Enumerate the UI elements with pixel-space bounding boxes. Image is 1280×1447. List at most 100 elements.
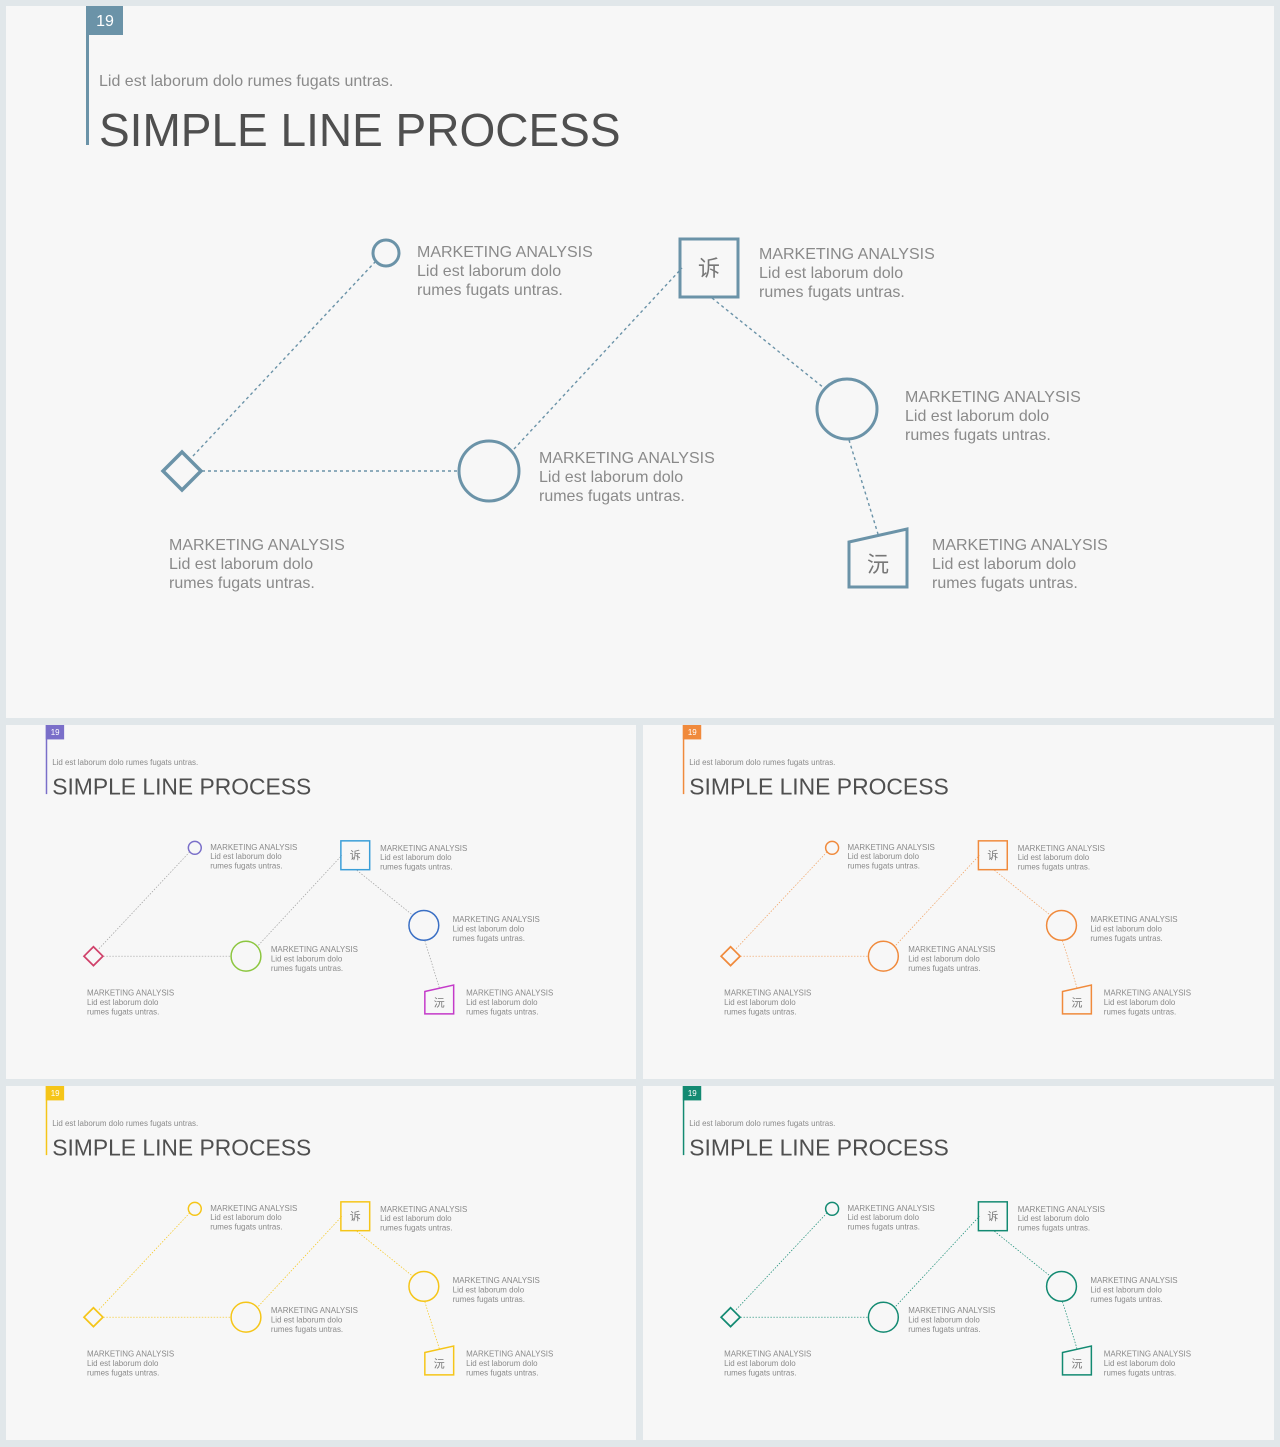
node-description: Lid est laborum dolo <box>271 955 343 964</box>
node-description: Lid est laborum dolo <box>1018 1214 1090 1223</box>
small-circle-node <box>187 1201 203 1217</box>
node-description: Lid est laborum dolo <box>1018 853 1090 862</box>
accent-line <box>45 1086 48 1156</box>
node-heading: MARKETING ANALYSIS <box>1018 1205 1105 1214</box>
node-description: rumes fugats untras. <box>932 575 1078 592</box>
node-heading: MARKETING ANALYSIS <box>466 1349 553 1358</box>
accent-line <box>86 6 89 145</box>
node-description: Lid est laborum dolo <box>539 469 683 486</box>
trapezoid-node <box>847 527 909 589</box>
trapezoid-node <box>1061 1345 1093 1376</box>
large-circle-node <box>457 439 521 503</box>
right-circle-node <box>1045 909 1078 942</box>
node-description: Lid est laborum dolo <box>932 556 1076 573</box>
slide-title: SIMPLE LINE PROCESS <box>689 774 948 800</box>
node-heading: MARKETING ANALYSIS <box>908 1306 995 1315</box>
node-description: rumes fugats untras. <box>1104 1007 1176 1016</box>
large-circle-node <box>867 1301 900 1333</box>
accent-line <box>682 725 685 795</box>
node-description: rumes fugats untras. <box>271 964 343 973</box>
node-heading: MARKETING ANALYSIS <box>380 844 467 853</box>
node-description: rumes fugats untras. <box>466 1368 538 1377</box>
small-circle-node <box>824 1201 840 1217</box>
page-number-tag <box>45 725 65 740</box>
node-description: rumes fugats untras. <box>210 1223 282 1232</box>
connector-line <box>258 1216 343 1307</box>
node-description: Lid est laborum dolo <box>453 1285 525 1294</box>
node-heading: MARKETING ANALYSIS <box>539 450 715 467</box>
node-description: Lid est laborum dolo <box>908 955 980 964</box>
right-circle-node <box>1045 1270 1078 1303</box>
diamond-node <box>82 1306 105 1328</box>
node-heading: MARKETING ANALYSIS <box>848 1204 935 1213</box>
node-description: Lid est laborum dolo <box>905 408 1049 425</box>
node-heading: MARKETING ANALYSIS <box>87 1349 174 1358</box>
node-description: rumes fugats untras. <box>466 1007 538 1016</box>
slide-title: SIMPLE LINE PROCESS <box>52 774 311 800</box>
connector-line <box>848 439 879 535</box>
square-glyph-icon: 诉 <box>987 849 998 862</box>
right-circle-node <box>815 377 879 441</box>
node-heading: MARKETING ANALYSIS <box>169 537 345 554</box>
node-heading: MARKETING ANALYSIS <box>908 945 995 954</box>
large-circle-node <box>230 1301 262 1333</box>
node-description: Lid est laborum dolo <box>724 998 796 1007</box>
square-node <box>977 840 1009 871</box>
connector-line <box>994 869 1051 916</box>
slide-title: SIMPLE LINE PROCESS <box>99 104 621 156</box>
node-heading: MARKETING ANALYSIS <box>380 1205 467 1214</box>
connector-line <box>424 940 440 988</box>
small-circle-node <box>187 840 203 856</box>
node-description: Lid est laborum dolo <box>87 1359 159 1368</box>
node-description: Lid est laborum dolo <box>1090 924 1162 933</box>
trapezoid-glyph-icon: 沅 <box>1071 1357 1082 1370</box>
node-heading: MARKETING ANALYSIS <box>417 244 593 261</box>
page-number: 19 <box>96 13 114 30</box>
node-heading: MARKETING ANALYSIS <box>932 537 1108 554</box>
large-circle-node <box>230 940 262 972</box>
diamond-node <box>160 449 204 493</box>
connector-line <box>192 261 376 457</box>
page-number-tag <box>682 1086 702 1101</box>
node-heading: MARKETING ANALYSIS <box>453 1276 540 1285</box>
page-number-tag <box>86 6 123 35</box>
diamond-node <box>719 945 742 967</box>
trapezoid-glyph-icon: 沅 <box>434 996 445 1009</box>
connector-line <box>735 1213 827 1310</box>
square-glyph-icon: 诉 <box>350 1210 361 1223</box>
connector-line <box>356 869 413 916</box>
node-description: Lid est laborum dolo <box>1104 1359 1176 1368</box>
node-label-trap: MARKETING ANALYSIS Lid est laborum dolo ru… <box>932 537 1108 592</box>
square-glyph-icon: 诉 <box>987 1210 998 1223</box>
node-description: rumes fugats untras. <box>908 1325 980 1334</box>
page-number: 19 <box>688 1089 697 1098</box>
square-glyph-icon: 诉 <box>350 849 361 862</box>
node-description: Lid est laborum dolo <box>453 924 525 933</box>
small-circle-node <box>824 840 840 856</box>
diamond-node <box>82 945 105 967</box>
node-heading: MARKETING ANALYSIS <box>210 1204 297 1213</box>
node-description: rumes fugats untras. <box>271 1325 343 1334</box>
node-description: rumes fugats untras. <box>210 862 282 871</box>
